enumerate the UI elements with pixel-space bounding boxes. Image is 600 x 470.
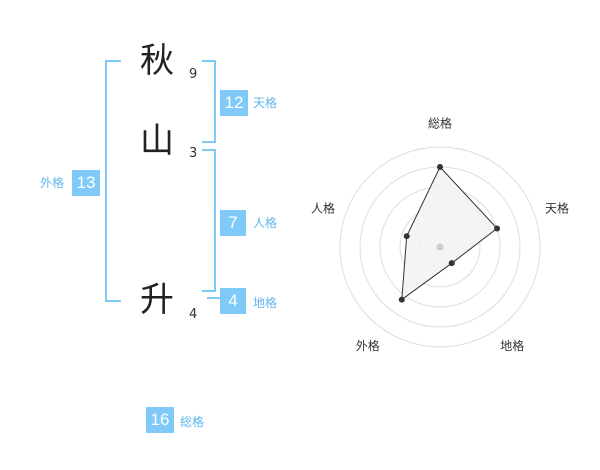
gaikaku-label: 外格 <box>40 176 65 190</box>
chikaku-connector <box>207 297 220 299</box>
radar-axis-label: 天格 <box>545 200 569 215</box>
gaikaku-value: 13 <box>72 170 100 196</box>
stroke-count-1: 9 <box>189 67 198 82</box>
name-char-1: 秋 <box>140 41 174 81</box>
jinkaku-value: 7 <box>220 210 246 236</box>
radar-point <box>494 225 501 232</box>
radar-center-dot <box>436 243 444 251</box>
soukaku-value: 16 <box>146 407 174 433</box>
radar-axis-label: 外格 <box>356 338 380 353</box>
stroke-count-2: 3 <box>189 146 198 161</box>
radar-axis-label: 地格 <box>500 338 524 353</box>
radar-point <box>398 296 405 303</box>
jinkaku-bracket <box>202 149 216 292</box>
radar-grid-ring <box>339 146 541 348</box>
jinkaku-label: 人格 <box>253 216 278 230</box>
radar-point <box>437 164 443 170</box>
name-char-3: 升 <box>140 280 174 320</box>
radar-axis-label: 人格 <box>311 200 335 215</box>
radar-point <box>448 260 455 267</box>
tenkaku-label: 天格 <box>253 96 278 110</box>
radar-area <box>401 166 498 301</box>
gaikaku-bracket <box>105 60 121 302</box>
radar-point <box>403 233 410 240</box>
chikaku-value: 4 <box>220 288 246 314</box>
tenkaku-value: 12 <box>220 90 248 116</box>
soukaku-label: 総格 <box>180 415 205 429</box>
radar-axis-label: 総格 <box>428 116 452 131</box>
tenkaku-bracket <box>202 60 216 143</box>
stroke-count-3: 4 <box>189 307 198 322</box>
chikaku-label: 地格 <box>253 296 278 310</box>
name-char-2: 山 <box>140 121 174 161</box>
